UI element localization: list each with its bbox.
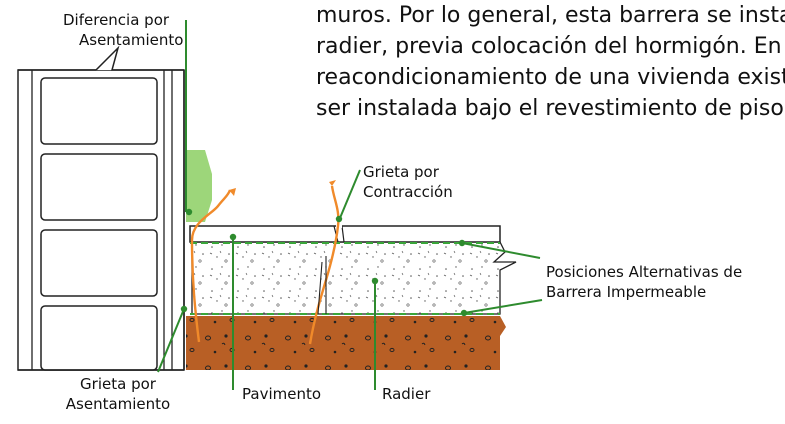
brick-wall (17, 45, 185, 371)
floor-finish (189, 224, 501, 243)
label-posiciones: Posiciones Alternativas de Barrera Imper… (546, 262, 742, 302)
label-line: Barrera Impermeable (546, 283, 707, 301)
label-grieta-contraccion: Grieta por Contracción (363, 162, 453, 202)
paragraph-line: muros. Por lo general, esta barrera se i… (316, 3, 785, 28)
radier-slab (191, 241, 517, 315)
label-line: Asentamiento (79, 31, 184, 49)
label-grieta-asentamiento: Grieta por Asentamiento (62, 374, 174, 414)
description-paragraph: muros. Por lo general, esta barrera se i… (316, 0, 785, 124)
label-pavimento: Pavimento (242, 385, 322, 403)
label-radier: Radier (382, 385, 431, 403)
leader-lines (157, 20, 543, 390)
label-line: Contracción (363, 183, 453, 201)
label-line: Grieta por (80, 375, 156, 393)
label-line: Grieta por (363, 163, 439, 181)
paragraph-line: reacondicionamiento de una vivienda exis… (316, 65, 785, 90)
paragraph-line: radier, previa colocación del hormigón. … (316, 34, 785, 59)
label-line: Asentamiento (65, 395, 171, 413)
label-line: Diferencia por (63, 11, 170, 29)
label-diferencia: Diferencia por Asentamiento (63, 10, 183, 50)
label-line: Posiciones Alternativas de (546, 263, 743, 281)
cracks (190, 180, 340, 345)
soil-layer (186, 316, 506, 370)
settlement-wedge (186, 150, 212, 222)
paragraph-line: ser instalada bajo el revestimiento de p… (316, 96, 785, 121)
